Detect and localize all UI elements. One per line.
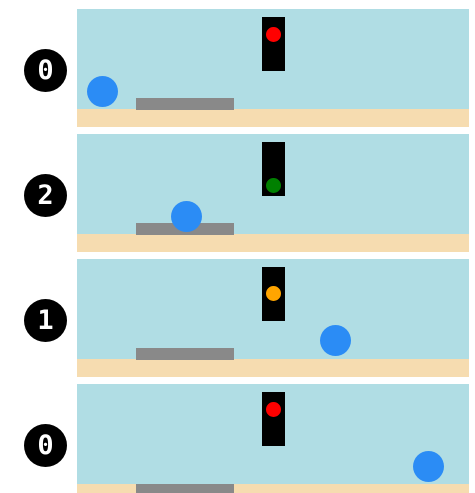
scene-panel bbox=[77, 384, 469, 493]
blue-ball-icon bbox=[171, 201, 202, 232]
red-lamp-icon bbox=[266, 402, 281, 417]
road-segment bbox=[136, 484, 234, 493]
blue-ball-icon bbox=[320, 325, 351, 356]
scene-panel bbox=[77, 259, 469, 377]
frame-number-badge: 2 bbox=[24, 174, 67, 217]
frame-number-badge: 0 bbox=[24, 424, 67, 467]
road-segment bbox=[136, 348, 234, 360]
road-segment bbox=[136, 98, 234, 110]
traffic-light bbox=[262, 142, 285, 196]
green-lamp-icon bbox=[266, 178, 281, 193]
amber-lamp-icon bbox=[266, 286, 281, 301]
frame-row: 1 bbox=[0, 250, 475, 375]
scene-panel bbox=[77, 134, 469, 252]
frame-number-badge: 0 bbox=[24, 49, 67, 92]
traffic-light bbox=[262, 17, 285, 71]
frame-row: 0 bbox=[0, 375, 475, 493]
frame-number-badge: 1 bbox=[24, 299, 67, 342]
red-lamp-icon bbox=[266, 27, 281, 42]
blue-ball-icon bbox=[87, 76, 118, 107]
scene-panel bbox=[77, 9, 469, 127]
traffic-light bbox=[262, 267, 285, 321]
frame-row: 0 bbox=[0, 0, 475, 125]
traffic-light bbox=[262, 392, 285, 446]
blue-ball-icon bbox=[413, 451, 444, 482]
frame-row: 2 bbox=[0, 125, 475, 250]
